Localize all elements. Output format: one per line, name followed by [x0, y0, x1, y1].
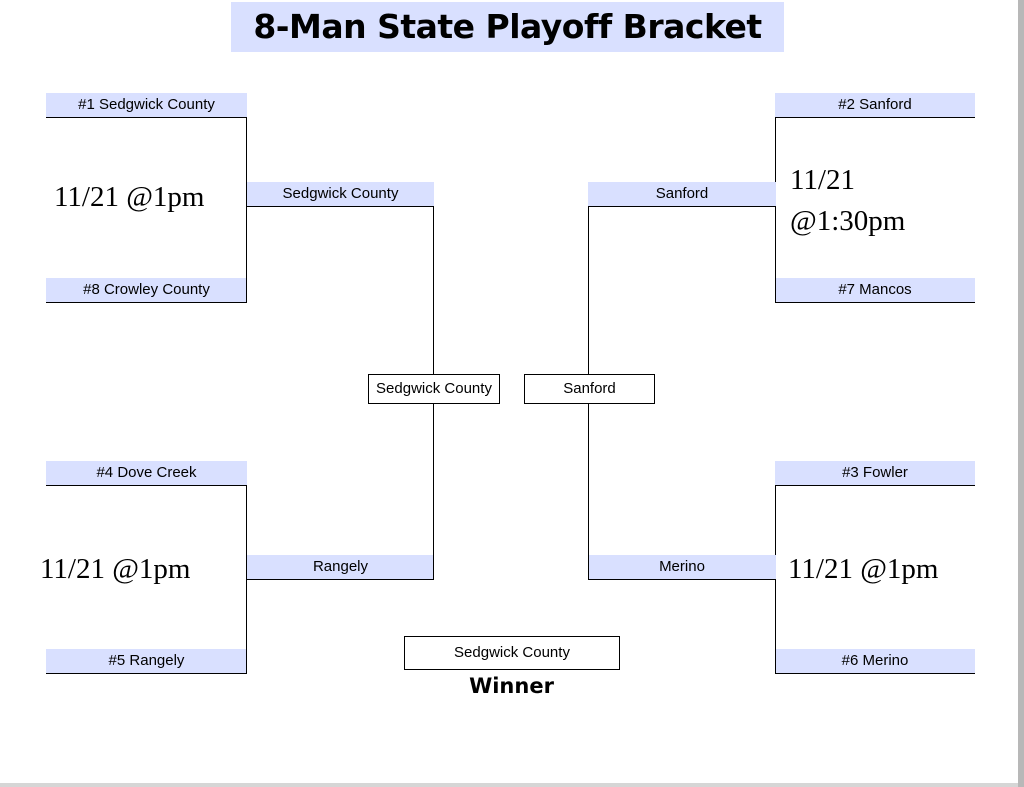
bracket-line [588, 404, 589, 580]
game-time-top-right-line1: 11/21 [790, 164, 855, 196]
seed-4-cell: #4 Dove Creek [46, 461, 247, 486]
round2-left-top-cell: Sedgwick County [247, 182, 434, 207]
bracket-line [246, 117, 247, 303]
bracket-line [246, 485, 247, 674]
bracket-line [433, 206, 434, 374]
game-time-top-right-line2: @1:30pm [790, 205, 906, 237]
seed-8-cell: #8 Crowley County [46, 278, 247, 303]
game-time-bottom-left: 11/21 @1pm [40, 553, 191, 585]
semifinal-right-box: Sanford [524, 374, 655, 404]
bracket-line [433, 404, 434, 580]
seed-6-cell: #6 Merino [775, 649, 975, 674]
seed-3-cell: #3 Fowler [775, 461, 975, 486]
bracket-line [588, 206, 589, 374]
round2-right-bottom-cell: Merino [588, 555, 776, 580]
round2-left-bottom-cell: Rangely [247, 555, 434, 580]
bracket-title: 8-Man State Playoff Bracket [231, 2, 784, 52]
champion-box: Sedgwick County [404, 636, 620, 670]
seed-1-cell: #1 Sedgwick County [46, 93, 247, 118]
bracket-line [775, 117, 776, 303]
seed-7-cell: #7 Mancos [775, 278, 975, 303]
page-bottom-edge [0, 783, 1018, 787]
winner-label: Winner [469, 674, 554, 698]
seed-2-cell: #2 Sanford [775, 93, 975, 118]
game-time-bottom-right: 11/21 @1pm [788, 553, 939, 585]
page-edge [1018, 0, 1024, 787]
game-time-top-left: 11/21 @1pm [54, 181, 205, 213]
seed-5-cell: #5 Rangely [46, 649, 247, 674]
semifinal-left-box: Sedgwick County [368, 374, 500, 404]
round2-right-top-cell: Sanford [588, 182, 776, 207]
